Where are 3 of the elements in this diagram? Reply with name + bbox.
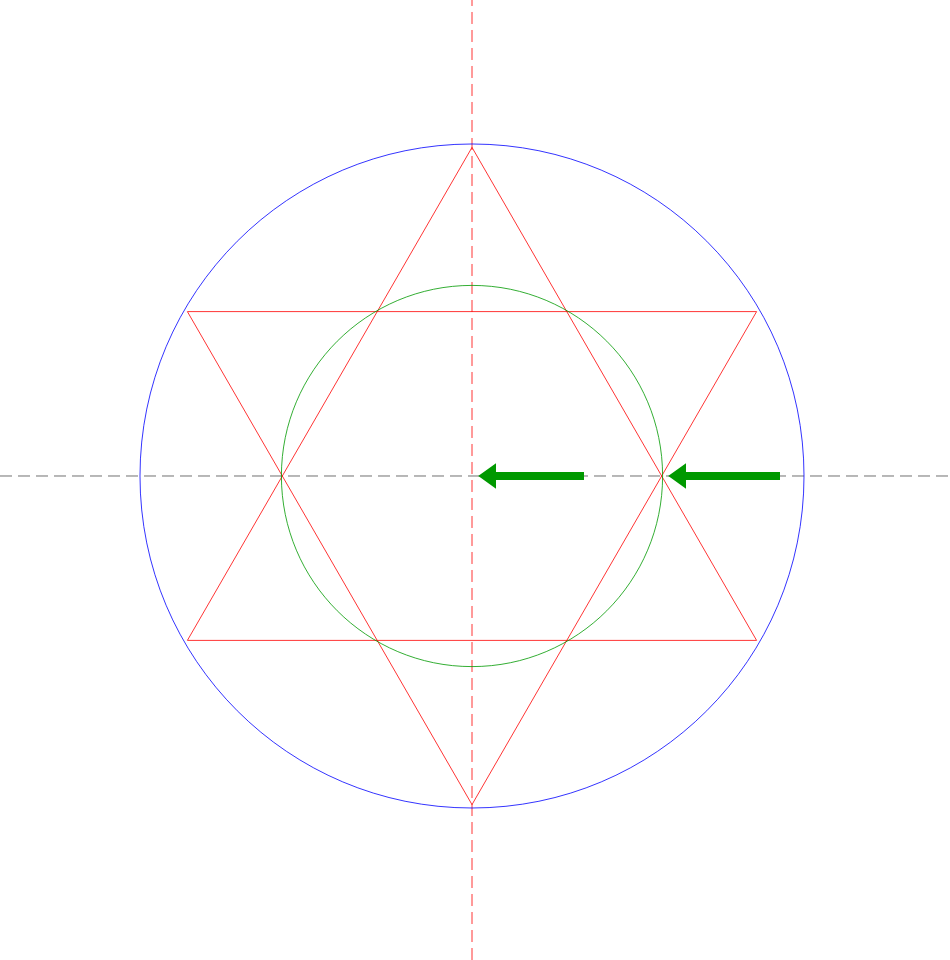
- hexagram: [187, 147, 757, 805]
- circle: [139, 143, 805, 809]
- circle: [281, 285, 663, 667]
